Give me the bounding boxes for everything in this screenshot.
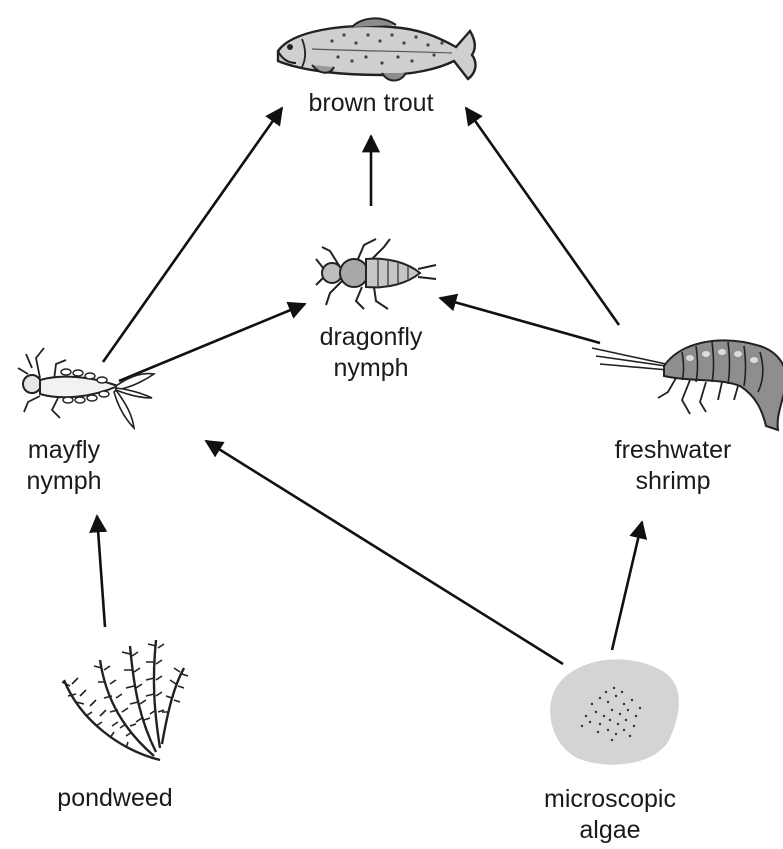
arrow-shrimp-to-dragonfly (440, 298, 600, 343)
arrow-algae-to-shrimp (612, 522, 642, 650)
algae-icon (550, 659, 679, 764)
mayfly-nymph-label: mayfly nymph (4, 435, 124, 497)
pondweed-icon (62, 640, 188, 760)
dragonfly-nymph-icon (316, 239, 436, 309)
brown-trout-label: brown trout (271, 88, 471, 119)
mayfly-nymph-icon (18, 348, 154, 428)
arrow-mayfly-to-dragonfly (119, 304, 305, 381)
arrow-pondweed-to-mayfly (97, 516, 105, 627)
arrows (97, 108, 642, 664)
freshwater-shrimp-label: freshwater shrimp (598, 435, 748, 497)
shrimp-icon (592, 340, 783, 430)
pondweed-label: pondweed (40, 783, 190, 814)
arrow-algae-to-mayfly (206, 441, 563, 664)
dragonfly-nymph-label: dragonfly nymph (291, 322, 451, 384)
arrow-shrimp-to-trout (466, 108, 619, 325)
microscopic-algae-label: microscopic algae (520, 784, 700, 846)
fish-icon (278, 18, 475, 80)
